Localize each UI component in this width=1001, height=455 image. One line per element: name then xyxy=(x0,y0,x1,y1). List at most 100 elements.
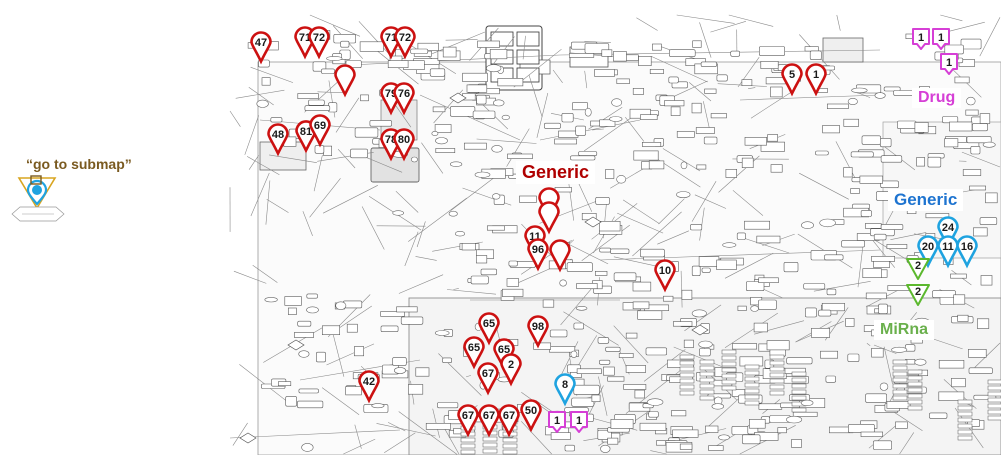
pathway-edge xyxy=(650,450,667,455)
red-marker-pin[interactable]: 1 xyxy=(805,63,827,97)
species-node xyxy=(616,78,630,84)
blue-marker-pin[interactable]: 8 xyxy=(554,373,576,407)
red-marker-pin[interactable]: 50 xyxy=(520,399,542,433)
small-molecule xyxy=(801,221,814,229)
species-node xyxy=(410,48,429,54)
species-node xyxy=(591,394,601,402)
species-node xyxy=(860,431,884,437)
small-molecule xyxy=(335,301,347,310)
pathway-edge xyxy=(676,14,735,24)
red-marker-pin[interactable]: 47 xyxy=(250,31,272,65)
species-node xyxy=(462,72,488,82)
small-molecule xyxy=(584,107,592,117)
red-marker-pin[interactable]: 72 xyxy=(308,26,330,60)
red-marker-pin[interactable]: 98 xyxy=(527,315,549,349)
species-node xyxy=(744,137,767,146)
species-node xyxy=(396,306,418,313)
species-node xyxy=(435,148,456,153)
red-marker-pin[interactable]: 76 xyxy=(393,82,415,116)
species-node xyxy=(873,260,890,268)
species-stack xyxy=(907,393,923,399)
blue-marker-pin-label: 16 xyxy=(961,241,973,253)
blue-marker-pin[interactable]: 16 xyxy=(956,235,978,269)
species-node xyxy=(472,110,496,119)
red-marker-pin[interactable]: 80 xyxy=(393,128,415,162)
species-node xyxy=(554,138,577,145)
red-marker-pin[interactable]: 5 xyxy=(781,63,803,97)
species-node xyxy=(815,150,829,156)
species-node xyxy=(632,88,644,95)
red-marker-pin[interactable]: 42 xyxy=(358,370,380,404)
pathway-edge xyxy=(869,236,896,268)
drug-marker[interactable]: 1 xyxy=(912,28,930,50)
species-stack xyxy=(699,383,715,389)
red-marker-pin[interactable]: 65 xyxy=(463,336,485,370)
species-stack xyxy=(791,395,807,401)
red-marker-pin[interactable]: 96 xyxy=(527,238,549,272)
species-node xyxy=(480,268,497,276)
pathway-edge xyxy=(613,325,649,364)
species-node xyxy=(777,427,787,434)
species-node xyxy=(321,325,340,335)
submap-blue-pin-dot xyxy=(32,185,42,195)
species-stack xyxy=(699,359,715,365)
drug-marker[interactable]: 1 xyxy=(940,53,958,75)
red-marker-pin[interactable]: 2 xyxy=(500,353,522,387)
species-node xyxy=(598,221,621,232)
species-stack xyxy=(791,407,807,413)
phenotype-node xyxy=(287,339,305,351)
small-molecule xyxy=(575,305,588,311)
mirna-marker[interactable]: 2 xyxy=(906,284,930,306)
red-marker-pin[interactable]: 67 xyxy=(477,362,499,396)
species-stack xyxy=(699,389,715,395)
red-marker-pin[interactable]: 67 xyxy=(457,404,479,438)
pathway-edge xyxy=(739,94,881,101)
red-marker-pin[interactable] xyxy=(538,201,560,235)
pathway-edge xyxy=(732,190,764,216)
pathway-edge xyxy=(617,212,664,234)
species-stack xyxy=(679,378,695,384)
blue-marker-pin[interactable]: 11 xyxy=(937,235,959,269)
pathway-edge xyxy=(699,22,712,58)
pathway-edge xyxy=(246,156,280,175)
drug-marker-icon xyxy=(940,53,958,75)
drug-marker[interactable]: 1 xyxy=(932,28,950,50)
small-molecule xyxy=(410,156,418,163)
species-node xyxy=(845,318,855,327)
drug-marker[interactable]: 1 xyxy=(570,411,588,433)
red-marker-pin[interactable]: 10 xyxy=(654,259,676,293)
red-marker-pin-label: 50 xyxy=(525,405,537,417)
species-node xyxy=(821,302,845,312)
species-node xyxy=(944,44,964,55)
red-marker-pin[interactable] xyxy=(549,239,571,273)
red-marker-pin-label: 5 xyxy=(789,69,795,81)
species-node xyxy=(497,78,524,87)
species-node xyxy=(359,41,384,52)
red-marker-pin[interactable]: 48 xyxy=(267,123,289,157)
blue-marker-pin[interactable]: 24 xyxy=(937,216,959,250)
species-stack xyxy=(791,389,807,395)
red-marker-pin[interactable] xyxy=(334,64,356,98)
red-marker-pin[interactable]: 67 xyxy=(498,404,520,438)
pathway-edge xyxy=(576,179,593,212)
species-node xyxy=(859,175,884,184)
species-node xyxy=(380,325,399,332)
species-stack xyxy=(957,423,973,429)
red-marker-pin-icon xyxy=(250,31,272,65)
mirna-marker[interactable]: 2 xyxy=(906,258,930,280)
submap-legend[interactable] xyxy=(11,175,65,222)
red-marker-pin[interactable]: 69 xyxy=(309,114,331,148)
small-molecule xyxy=(718,434,730,441)
red-marker-pin-icon xyxy=(334,64,356,98)
red-marker-pin[interactable]: 67 xyxy=(478,404,500,438)
red-marker-pin-label: 72 xyxy=(399,32,411,44)
red-marker-pin[interactable]: 65 xyxy=(478,312,500,346)
drug-marker[interactable]: 1 xyxy=(548,411,566,433)
species-node xyxy=(354,127,379,138)
red-marker-pin[interactable]: 72 xyxy=(394,26,416,60)
mirna-marker-icon xyxy=(906,284,930,306)
species-node xyxy=(599,119,616,127)
blue-marker-pin[interactable]: 20 xyxy=(917,235,939,269)
